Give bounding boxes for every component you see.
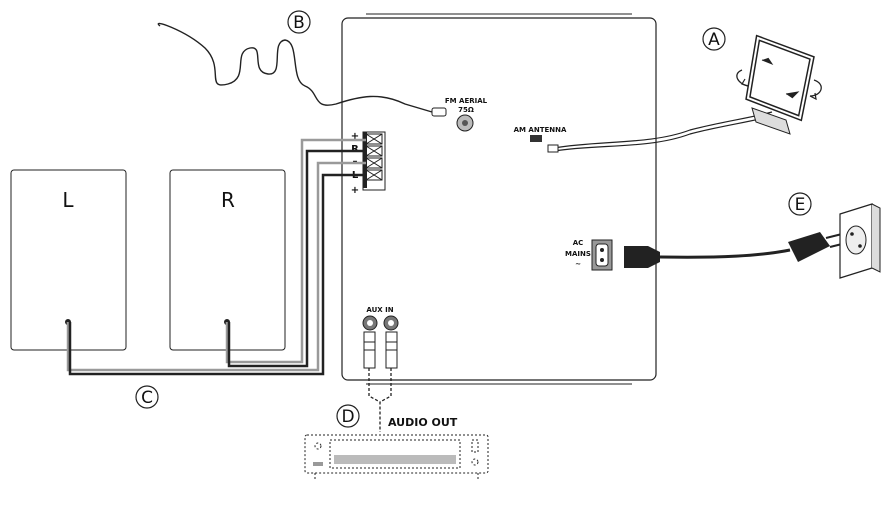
mains-label: MAINS xyxy=(565,250,591,258)
left-speaker-label: L xyxy=(62,188,74,212)
fm-ohm-label: 75Ω xyxy=(458,106,474,114)
speaker-terminals xyxy=(362,131,386,191)
am-antenna-label: AM ANTENNA xyxy=(514,126,567,134)
am-antenna-wire xyxy=(547,111,773,153)
am-antenna-socket xyxy=(530,135,542,142)
speaker-wires xyxy=(66,138,366,376)
external-audio-device xyxy=(304,434,489,479)
callout-d: D xyxy=(336,404,360,428)
mains-symbol: ~ xyxy=(575,260,581,268)
audio-cable xyxy=(363,331,398,432)
power-cord xyxy=(624,232,847,268)
terminal-plus-top: + xyxy=(351,131,359,142)
ac-mains-socket xyxy=(591,239,613,271)
terminal-r-label: R xyxy=(351,144,359,155)
fm-aerial-label: FM AERIAL xyxy=(445,97,488,105)
aux-in-label: AUX IN xyxy=(366,306,393,314)
terminal-plus-bottom: + xyxy=(351,185,359,196)
am-loop-antenna xyxy=(736,34,822,135)
ac-label: AC xyxy=(573,239,584,247)
callout-c-letter: C xyxy=(141,388,153,408)
callout-a-letter: A xyxy=(708,30,720,50)
fm-aerial-socket xyxy=(456,114,474,132)
right-speaker-label: R xyxy=(221,188,235,212)
audio-out-label: AUDIO OUT xyxy=(388,416,458,429)
aux-in-jacks xyxy=(362,315,399,331)
fm-aerial-wire xyxy=(157,22,447,117)
callout-a: A xyxy=(702,27,726,51)
callout-b: B xyxy=(287,10,311,34)
callout-b-letter: B xyxy=(293,13,305,33)
terminal-minus: – xyxy=(353,156,358,167)
callout-e-letter: E xyxy=(795,195,806,215)
callout-e: E xyxy=(788,192,812,216)
callout-d-letter: D xyxy=(341,407,354,427)
wall-outlet xyxy=(839,203,881,279)
callout-c: C xyxy=(135,385,159,409)
